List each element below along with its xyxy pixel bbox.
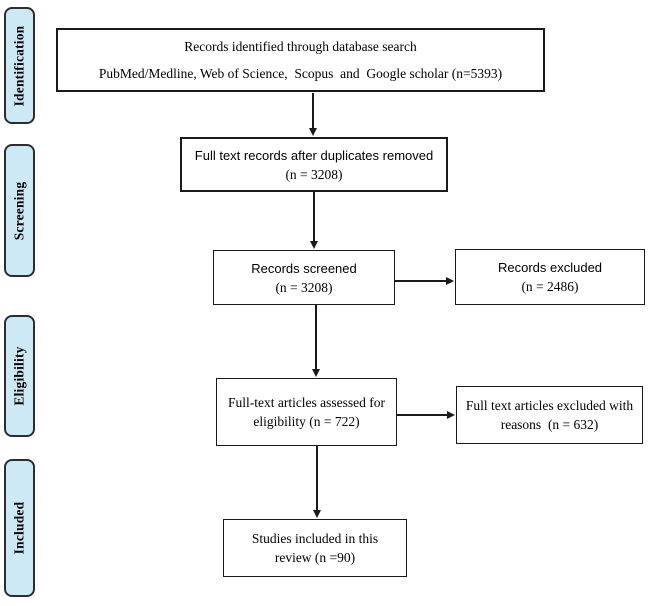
box-fulltext-assessed-line2: eligibility (n = 722): [253, 414, 360, 429]
stage-label-eligibility-text: Eligibility: [11, 346, 27, 406]
arrow-identified-to-duplicates: [308, 93, 317, 136]
stage-label-included-text: Included: [11, 501, 27, 555]
box-records-identified: Records identified through database sear…: [56, 28, 545, 92]
arrow-screened-to-assessed: [311, 305, 320, 377]
stage-label-included: Included: [4, 459, 35, 597]
box-records-screened-line1: Records screened: [251, 260, 357, 276]
stage-label-identification: Identification: [4, 7, 35, 124]
box-duplicates-removed-line2: (n = 3208): [285, 166, 343, 182]
box-fulltext-excluded: Full text articles excluded with reasons…: [456, 386, 643, 444]
box-records-identified-line1: Records identified through database sear…: [184, 39, 417, 55]
box-records-identified-line2: PubMed/Medline, Web of Science, Scopus a…: [98, 65, 503, 81]
box-records-screened-line2: (n = 3208): [275, 279, 333, 295]
box-fulltext-excluded-line1: Full text articles excluded with: [465, 398, 634, 413]
box-studies-included-line2: review (n =90): [274, 550, 356, 565]
arrow-screened-to-excluded: [395, 276, 454, 285]
box-studies-included-line1: Studies included in this: [251, 531, 379, 546]
box-fulltext-excluded-line2: reasons (n = 632): [500, 417, 599, 432]
stage-label-identification-text: Identification: [11, 25, 27, 106]
arrow-assessed-to-excluded: [397, 410, 455, 419]
box-fulltext-assessed-line1: Full-text articles assessed for: [227, 395, 386, 410]
stage-label-eligibility: Eligibility: [4, 315, 35, 437]
box-fulltext-assessed: Full-text articles assessed for eligibil…: [216, 378, 397, 446]
arrow-assessed-to-included: [312, 446, 321, 518]
box-records-screened: Records screened (n = 3208): [213, 250, 395, 305]
box-duplicates-removed: Full text records after duplicates remov…: [180, 137, 448, 192]
stage-label-screening: Screening: [4, 144, 35, 277]
box-records-excluded-line1: Records excluded: [497, 260, 603, 275]
box-records-excluded: Records excluded (n = 2486): [455, 249, 645, 305]
box-duplicates-removed-line1: Full text records after duplicates remov…: [194, 147, 434, 163]
box-studies-included: Studies included in this review (n =90): [223, 519, 407, 577]
stage-label-screening-text: Screening: [11, 181, 27, 240]
arrow-duplicates-to-screened: [309, 192, 318, 249]
box-records-excluded-line2: (n = 2486): [521, 279, 579, 294]
